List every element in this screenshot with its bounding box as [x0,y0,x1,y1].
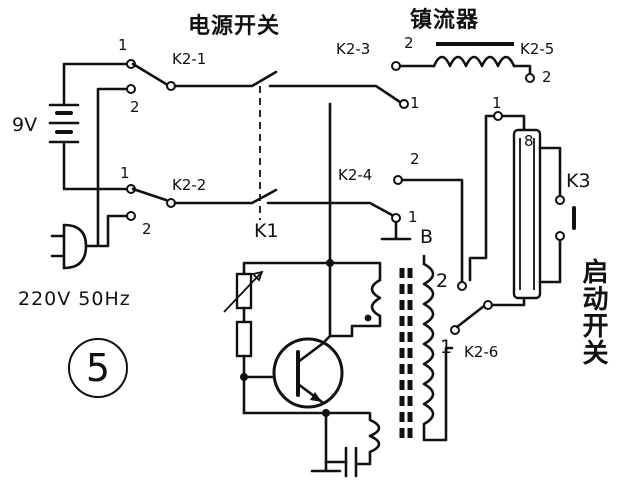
switch-k2-1 [126,59,176,94]
k2-3-label: K2-3 [336,40,371,58]
k2-6-pos1-label: 1 [440,336,453,358]
lower-coil [324,411,381,454]
ballast-wire-right [512,64,532,76]
starter-switch-title: 启动开关 [578,258,608,366]
plug-to-switch2-wire [98,214,130,248]
mains-label: 220V 50Hz [18,288,131,310]
k2-4-pos2-label: 2 [410,150,420,168]
k2-1-to-power-switch [173,70,278,88]
k2-1-pos2-label: 2 [130,98,140,116]
battery-label: 9V [12,114,38,136]
k2-3-pos2-label: 2 [404,34,414,52]
mains-plug-symbol [50,223,88,270]
starter-switch-k3 [555,195,576,241]
transistor [272,337,344,409]
capacitor [344,446,358,478]
fluorescent-lamp [512,128,542,300]
terminal-k2-5 [525,73,535,83]
left-wire-bottom [62,142,130,191]
transformer-core [399,268,413,438]
ballast-coil [432,55,516,68]
figure-number-badge: 5 [68,338,128,398]
lamp-top-wire [498,114,526,132]
power-switch-upper-out [268,84,402,104]
k2-5-label: K2-5 [520,40,555,58]
feedback-coil [370,278,382,318]
bias-network-top [242,261,332,276]
k3-label: K3 [566,170,591,192]
terminal-tap-2 [457,281,467,291]
k2-4-label: K2-4 [338,166,373,184]
power-switch-title: 电源开关 [188,14,281,39]
k2-1-label: K2-1 [172,50,207,68]
transistor-collector-lead [320,261,332,346]
k2-4-to-tap-wire [400,178,464,284]
main-to-collector-wire [328,98,406,265]
k1-label: K1 [254,220,279,242]
k2-4-pos1-label: 1 [408,208,418,226]
node-b-label: B [420,226,434,248]
k2-2-pos2-label: 2 [142,220,152,238]
k2-5-pos2-label: 2 [542,68,552,86]
main-pos1-label: 1 [410,94,420,112]
lamp-top-pos1-label: 1 [492,94,502,112]
k2-1-pos1-label: 1 [118,36,128,54]
figure-number: 5 [85,346,111,390]
transformer-secondary [422,262,454,442]
lamp-pin-label: 8 [524,132,534,150]
ballast-title: 镇流器 [410,8,480,33]
k2-2-to-power-switch [173,188,278,205]
variable-resistor-arrow [223,271,263,313]
transformer-tap2-label: 2 [436,270,449,292]
left-wire-top [62,62,130,107]
k2-2-pos1-label: 1 [120,164,130,182]
plug-to-switch-wire [84,87,130,248]
k2-6-label: K2-6 [464,343,499,361]
switch-k2-2 [126,184,176,221]
k2-2-label: K2-2 [172,176,207,194]
collector-to-coil-wire [328,261,382,282]
battery-symbol [48,103,80,144]
fixed-resistor [235,320,253,358]
power-switch-lower-out [266,201,394,217]
